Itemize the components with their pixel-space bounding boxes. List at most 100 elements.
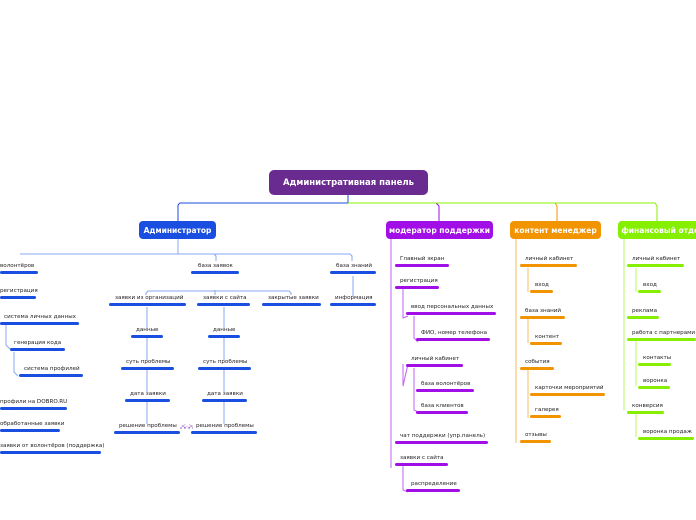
admin-requests-base-underline: [191, 271, 239, 274]
cm-login-underline: [530, 290, 553, 293]
site-date[interactable]: дата заявки: [207, 391, 243, 397]
cm-content-underline: [530, 342, 562, 345]
site-solution-underline: [191, 431, 257, 434]
fin-login-underline: [638, 290, 661, 293]
admin-information-underline: [330, 303, 376, 306]
site-requests[interactable]: заявки с сайта: [203, 295, 247, 301]
cm-event-cards[interactable]: карточки мероприятий: [535, 385, 604, 391]
mod-registration-underline: [395, 286, 439, 289]
link-arrows-icon: <->: [181, 423, 194, 430]
mod-personal-input[interactable]: ввод персональных данных: [411, 304, 494, 310]
site-requests-underline: [197, 303, 250, 306]
fin-contacts-underline: [638, 363, 671, 366]
admin-knowledge-base[interactable]: база знаний: [336, 263, 373, 269]
mod-personal-input-underline: [406, 312, 496, 315]
admin-dobro-profiles[interactable]: профили на DOBRO.RU: [0, 399, 68, 405]
fin-funnel[interactable]: воронка: [643, 378, 668, 384]
site-problem[interactable]: суть проблемы: [203, 359, 248, 365]
admin-registration[interactable]: регистрация: [0, 288, 38, 294]
root-node[interactable]: Административная панель: [269, 170, 428, 195]
mod-distribution-underline: [406, 489, 460, 492]
cm-reviews[interactable]: отзывы: [525, 432, 547, 438]
mod-distribution[interactable]: распределение: [411, 481, 457, 487]
admin-information[interactable]: информация: [335, 295, 373, 301]
cm-reviews-underline: [520, 440, 551, 443]
mod-account[interactable]: личный кабинет: [411, 356, 460, 362]
content-manager-node[interactable]: контент менеджер: [510, 221, 601, 239]
finance-node[interactable]: финансовый отдел: [618, 221, 696, 239]
org-date[interactable]: дата заявки: [130, 391, 166, 397]
fin-sales-funnel-underline: [638, 437, 694, 440]
org-data[interactable]: данные: [136, 327, 159, 333]
closed-requests-underline: [262, 303, 321, 306]
org-date-underline: [125, 399, 170, 402]
cm-events-underline: [520, 367, 554, 370]
admin-requests-base[interactable]: база заявок: [198, 263, 233, 269]
mod-volunteers-base[interactable]: база волонтёров: [421, 381, 471, 387]
cm-knowledge-base-underline: [520, 316, 565, 319]
cm-account[interactable]: личный кабинет: [525, 256, 574, 262]
mod-site-requests-underline: [395, 463, 448, 466]
mod-clients-base[interactable]: база клиентов: [421, 403, 464, 409]
mod-support-chat-underline: [395, 441, 488, 444]
fin-conversion-underline: [627, 411, 664, 414]
cm-knowledge-base[interactable]: база знаний: [525, 308, 562, 314]
site-data[interactable]: данные: [213, 327, 236, 333]
org-problem[interactable]: суть проблемы: [126, 359, 171, 365]
site-problem-underline: [198, 367, 251, 370]
org-solution-underline: [114, 431, 180, 434]
cm-gallery[interactable]: галерея: [535, 407, 559, 413]
org-requests[interactable]: заявки из организаций: [115, 295, 184, 301]
fin-account[interactable]: личный кабинет: [632, 256, 681, 262]
admin-processed-requests-underline: [0, 429, 60, 432]
fin-contacts[interactable]: контакты: [643, 355, 672, 361]
mod-home-underline: [395, 264, 449, 267]
admin-knowledge-base-underline: [330, 271, 376, 274]
cm-login[interactable]: вход: [535, 282, 549, 288]
org-solution[interactable]: решение проблемы: [119, 423, 177, 429]
fin-partners[interactable]: работа с партнерами: [632, 330, 695, 336]
admin-volunteer-requests[interactable]: заявки от волонтёров (поддержка): [0, 443, 105, 449]
mod-home[interactable]: Главный экран: [400, 256, 445, 262]
cm-events[interactable]: события: [525, 359, 550, 365]
cm-account-underline: [520, 264, 577, 267]
admin-volunteers-underline: [0, 271, 38, 274]
cm-event-cards-underline: [530, 393, 605, 396]
admin-personal-data[interactable]: система личных данных: [4, 314, 76, 320]
org-data-underline: [131, 335, 163, 338]
org-requests-underline: [109, 303, 186, 306]
closed-requests[interactable]: закрытые заявки: [268, 295, 319, 301]
mod-volunteers-base-underline: [416, 389, 474, 392]
site-date-underline: [202, 399, 247, 402]
admin-profile-system-underline: [19, 374, 83, 377]
admin-processed-requests[interactable]: обработанные заявки: [0, 421, 65, 427]
fin-conversion[interactable]: конверсия: [632, 403, 663, 409]
cm-gallery-underline: [530, 415, 561, 418]
mod-name-phone[interactable]: ФИО, номер телефона: [421, 330, 488, 336]
admin-profile-system[interactable]: система профилей: [24, 366, 80, 372]
admin-volunteer-requests-underline: [0, 451, 101, 454]
site-solution[interactable]: решение проблемы: [196, 423, 254, 429]
fin-funnel-underline: [638, 386, 670, 389]
admin-registration-underline: [0, 296, 36, 299]
mod-account-underline: [406, 364, 463, 367]
mod-site-requests[interactable]: заявки с сайта: [400, 455, 444, 461]
fin-sales-funnel[interactable]: воронка продаж: [643, 429, 692, 435]
cm-content[interactable]: контент: [535, 334, 560, 340]
admin-node[interactable]: Администратор: [139, 221, 216, 239]
org-problem-underline: [121, 367, 174, 370]
admin-dobro-profiles-underline: [0, 407, 67, 410]
fin-login[interactable]: вход: [643, 282, 657, 288]
moderator-node[interactable]: модератор поддержки: [386, 221, 493, 239]
fin-advertising-underline: [627, 316, 659, 319]
fin-advertising[interactable]: реклама: [632, 308, 658, 314]
mod-support-chat[interactable]: чат поддержки (упр.панель): [400, 433, 486, 439]
admin-code-generation[interactable]: генерация кода: [14, 340, 62, 346]
fin-account-underline: [627, 264, 684, 267]
admin-code-generation-underline: [10, 348, 65, 351]
mod-registration[interactable]: регистрация: [400, 278, 438, 284]
admin-volunteers[interactable]: волонтёров: [0, 263, 35, 269]
mod-name-phone-underline: [416, 338, 490, 341]
